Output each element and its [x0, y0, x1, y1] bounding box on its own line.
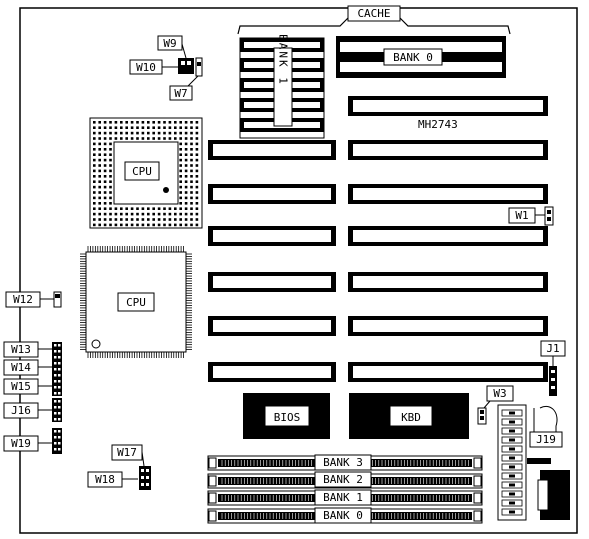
- expansion-slots: [208, 96, 548, 382]
- kbd-chip: KBD: [349, 393, 469, 439]
- cache-group: CACHE: [237, 5, 511, 35]
- svg-text:J16: J16: [11, 404, 31, 417]
- svg-text:J1: J1: [546, 342, 559, 355]
- simm-label-bank2: BANK 2: [314, 471, 372, 488]
- svg-text:J19: J19: [536, 433, 556, 446]
- svg-text:BIOS: BIOS: [274, 411, 301, 424]
- cache-bank1-label: BANK 1: [277, 34, 290, 86]
- simm-label-bank3: BANK 3: [314, 454, 372, 471]
- svg-text:W10: W10: [136, 61, 156, 74]
- jumper-w12: W12: [5, 291, 62, 308]
- jumper-w1: W1: [508, 206, 554, 226]
- svg-text:BANK 2: BANK 2: [323, 473, 363, 486]
- svg-text:BANK 1: BANK 1: [323, 491, 363, 504]
- bios-chip: BIOS: [243, 393, 330, 439]
- svg-text:W3: W3: [493, 387, 506, 400]
- svg-text:W9: W9: [163, 37, 176, 50]
- jumper-w17-w18-block: [139, 466, 151, 490]
- simm-label-bank0: BANK 0: [314, 507, 372, 524]
- svg-text:BANK 3: BANK 3: [323, 456, 363, 469]
- cpu-bottom-label: CPU: [126, 296, 146, 309]
- svg-text:W14: W14: [11, 361, 31, 374]
- jumper-w18: W18: [87, 471, 138, 488]
- jumper-w7: W7: [169, 75, 199, 101]
- svg-text:W13: W13: [11, 343, 31, 356]
- simm-label-bank1: BANK 1: [314, 489, 372, 506]
- cache-bank0-label: BANK 0: [393, 51, 433, 64]
- cache-label: CACHE: [357, 7, 390, 20]
- svg-text:W17: W17: [117, 446, 137, 459]
- svg-text:W12: W12: [13, 293, 33, 306]
- cpu-socket-top: CPU: [89, 117, 203, 229]
- jumper-w17: W17: [111, 444, 145, 467]
- cpu-top-label: CPU: [132, 165, 152, 178]
- svg-text:KBD: KBD: [401, 411, 421, 424]
- cache-bank0-chips: [336, 36, 506, 78]
- cpu-chip-bottom: CPU: [80, 246, 192, 358]
- connector-j1: J1: [540, 340, 566, 396]
- svg-text:W7: W7: [174, 87, 187, 100]
- svg-text:BANK 0: BANK 0: [323, 509, 363, 522]
- connector-j19: J19: [527, 406, 570, 520]
- jumper-w9: W9: [157, 35, 187, 59]
- svg-text:W19: W19: [11, 437, 31, 450]
- jumper-w9-w10-block: [178, 58, 194, 74]
- jumper-w3: W3: [477, 385, 514, 425]
- svg-text:W15: W15: [11, 380, 31, 393]
- jumper-w10: W10: [129, 59, 178, 75]
- svg-text:W18: W18: [95, 473, 115, 486]
- power-connector: [497, 404, 527, 521]
- model-label: MH2743: [418, 118, 458, 131]
- svg-text:W1: W1: [515, 209, 528, 222]
